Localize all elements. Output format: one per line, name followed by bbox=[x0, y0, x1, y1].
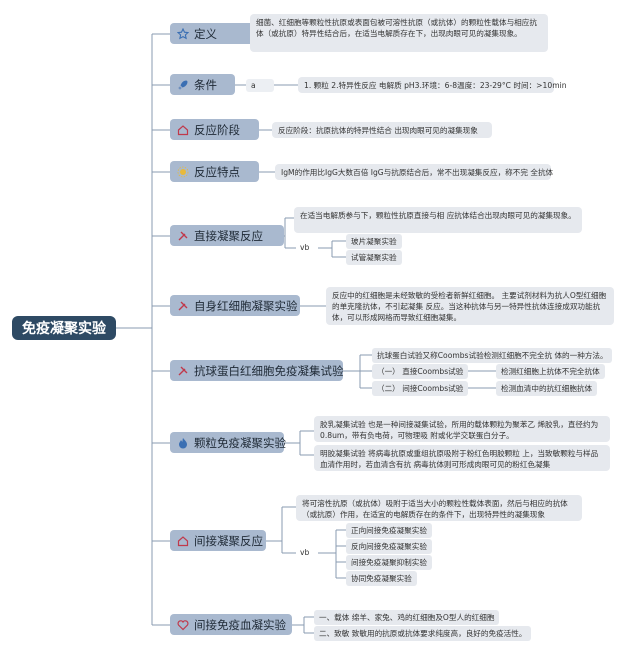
hemagglutination-note-2: 二、致敏 致敏用的抗原或抗体要求纯度高，良好的免疫活性。 bbox=[314, 626, 532, 641]
star-icon bbox=[177, 27, 189, 40]
topic-features-label: 反应特点 bbox=[194, 164, 240, 179]
features-note: IgM的作用比IgG大数百倍 IgG与抗原结合后，常不出现凝集反应，称不完 全抗… bbox=[275, 164, 553, 180]
home-icon bbox=[177, 124, 189, 136]
topic-particle[interactable]: 颗粒免疫凝聚实验 bbox=[170, 432, 286, 453]
definition-note: 细菌、红细胞等颗粒性抗原或表面包被可溶性抗原（或抗体）的颗粒性载体与相应抗体（或… bbox=[250, 14, 548, 52]
rocket-icon bbox=[177, 79, 189, 91]
topic-direct-label: 直接凝聚反应 bbox=[194, 228, 263, 243]
tools-icon bbox=[177, 230, 189, 242]
topic-conditions-label: 条件 bbox=[194, 77, 217, 92]
conditions-tag: a bbox=[246, 79, 274, 92]
topic-indirect-label: 间接凝聚反应 bbox=[194, 533, 263, 548]
sun-icon bbox=[177, 166, 189, 178]
topic-stage-label: 反应阶段 bbox=[194, 122, 240, 137]
indirect-tag: vb bbox=[300, 548, 310, 557]
coombs-row-1-value: 检测红细胞上抗体不完全抗体 bbox=[496, 364, 605, 379]
coombs-row-1-key: （一） 直接Coombs试验 bbox=[372, 364, 469, 379]
coombs-row-2-key: （二） 间接Coombs试验 bbox=[372, 381, 469, 396]
indirect-sub-4: 协同免疫凝聚实验 bbox=[346, 571, 417, 586]
topic-indirect[interactable]: 间接凝聚反应 bbox=[170, 530, 266, 551]
topic-coombs[interactable]: 抗球蛋白红细胞免疫凝集试验 bbox=[170, 360, 344, 381]
topic-direct[interactable]: 直接凝聚反应 bbox=[170, 225, 284, 246]
direct-tag: vb bbox=[300, 243, 310, 252]
coombs-note: 抗球蛋白试验又称Coombs试验检测红细胞不完全抗 体的一种方法。 bbox=[372, 348, 612, 363]
indirect-note: 将可溶性抗原（或抗体）吸附于适当大小的颗粒性载体表面，然后与相应的抗体（或抗原）… bbox=[296, 495, 582, 521]
direct-note: 在适当电解质参与下，颗粒性抗原直接与相 应抗体结合出现肉眼可见的凝集现象。 bbox=[294, 207, 582, 233]
topic-hemagglutination[interactable]: 间接免疫血凝实验 bbox=[170, 614, 292, 635]
indirect-sub-1: 正向间接免疫凝聚实验 bbox=[346, 523, 432, 538]
indirect-sub-2: 反向间接免疫凝聚实验 bbox=[346, 539, 432, 554]
topic-autologous-label: 自身红细胞凝聚实验 bbox=[194, 298, 298, 313]
heart-icon bbox=[177, 619, 189, 631]
tools-icon bbox=[177, 365, 189, 377]
topic-hemagglutination-label: 间接免疫血凝实验 bbox=[194, 617, 286, 632]
direct-sub-2: 试管凝聚实验 bbox=[346, 250, 402, 265]
topic-coombs-label: 抗球蛋白红细胞免疫凝集试验 bbox=[194, 363, 344, 378]
indirect-sub-3: 间接免疫凝聚抑制实验 bbox=[346, 555, 432, 570]
topic-definition-label: 定义 bbox=[194, 26, 217, 41]
autologous-note: 反应中的红细胞是未经致敏的受检者新鲜红细胞。 主要试剂材料为抗人O型红细胞的单克… bbox=[326, 287, 614, 325]
tools-icon bbox=[177, 300, 189, 312]
fire-icon bbox=[177, 437, 189, 449]
particle-note-1: 胶乳凝集试验 也是一种间接凝集试验，所用的载体颗粒为聚苯乙 烯胶乳，直径约为0.… bbox=[314, 416, 610, 442]
home-icon bbox=[177, 535, 189, 547]
coombs-row-2-value: 检测血清中的抗红细胞抗体 bbox=[496, 381, 598, 396]
topic-features[interactable]: 反应特点 bbox=[170, 161, 259, 182]
direct-sub-1: 玻片凝聚实验 bbox=[346, 234, 402, 249]
topic-conditions[interactable]: 条件 bbox=[170, 74, 235, 95]
topic-stage[interactable]: 反应阶段 bbox=[170, 119, 259, 140]
hemagglutination-note-1: 一、载体 绵羊、家兔、鸡的红细胞及O型人的红细胞 bbox=[314, 610, 500, 625]
conditions-note: 1. 颗粒 2.特异性反应 电解质 pH3.环境：6-8温度：23-29°C 时… bbox=[298, 77, 567, 93]
stage-note: 反应阶段：抗原抗体的特异性结合 出现肉眼可见的凝集现象 bbox=[272, 122, 492, 138]
particle-note-2: 明胶凝集试验 将病毒抗原或重组抗原吸附于粉红色明胶颗粒 上，当致敏颗粒与样品血清… bbox=[314, 445, 610, 471]
topic-autologous[interactable]: 自身红细胞凝聚实验 bbox=[170, 295, 300, 316]
topic-particle-label: 颗粒免疫凝聚实验 bbox=[194, 435, 286, 450]
root-topic[interactable]: 免疫凝聚实验 bbox=[12, 316, 116, 340]
